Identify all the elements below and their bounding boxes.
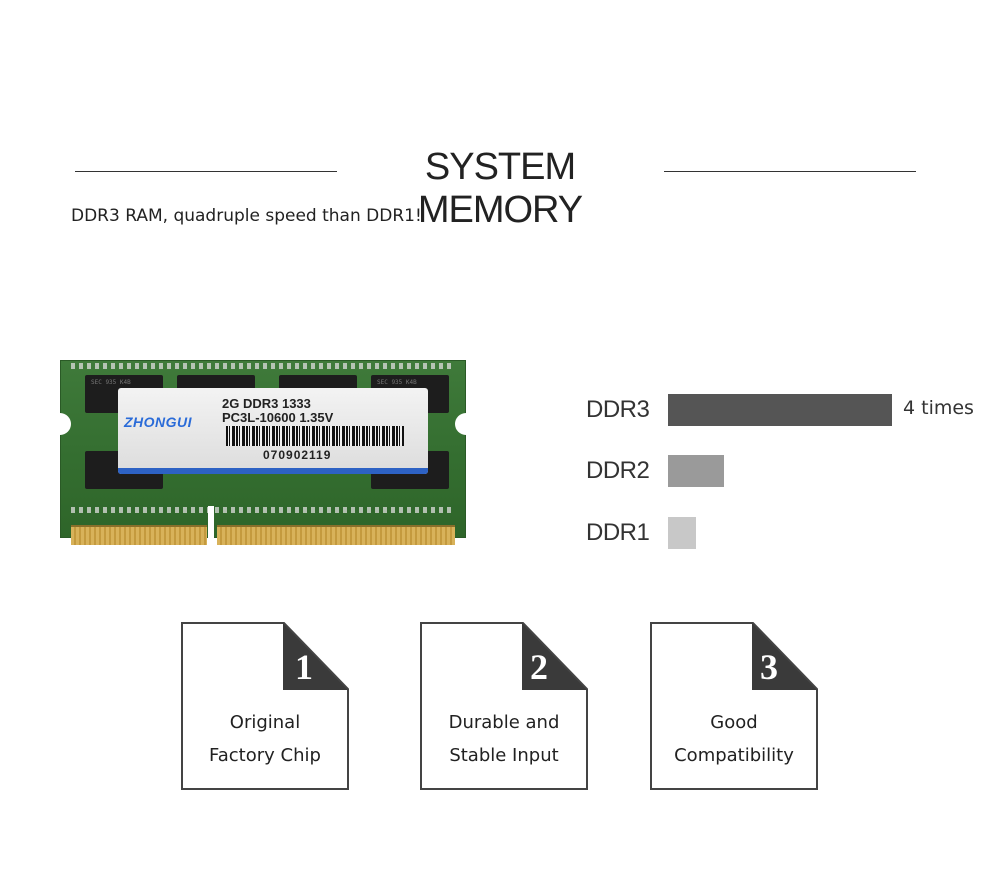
- serial-number: 070902119: [263, 448, 332, 462]
- bar-label-ddr2: DDR2: [586, 457, 650, 484]
- bar-ddr2: [668, 455, 724, 487]
- ram-module-image: SEC 935 K4B SEC 935 K4B ZHONGUI 2G DDR3 …: [59, 354, 470, 545]
- feature-text: Durable and Stable Input: [448, 712, 560, 766]
- bar-label-ddr3: DDR3: [586, 396, 650, 423]
- page-fold-icon: [752, 622, 818, 690]
- sticker-stripe: [118, 468, 428, 474]
- feature-text: Good Compatibility: [674, 712, 794, 766]
- bar-value-ddr3: 4 times: [903, 397, 974, 419]
- module-sticker: ZHONGUI 2G DDR3 1333 PC3L-10600 1.35V 07…: [118, 388, 428, 474]
- feature-number: 3: [760, 647, 778, 687]
- gold-contacts-right: [217, 525, 455, 545]
- feature-text: Original Factory Chip: [209, 712, 321, 766]
- pcb-components-top: [71, 363, 455, 369]
- pcb-notch-right: [455, 413, 467, 435]
- gold-contacts-left: [71, 525, 207, 545]
- module-spec-text: PC3L-10600 1.35V: [222, 410, 334, 425]
- feature-card-1: 1 Original Factory Chip: [181, 622, 349, 790]
- brand-logo: ZHONGUI: [124, 414, 193, 430]
- page-title: SYSTEM MEMORY: [417, 146, 583, 231]
- pcb-components-bottom: [71, 507, 455, 513]
- chip-marking: SEC 935 K4B: [377, 379, 417, 386]
- page-fold-icon: [522, 622, 588, 690]
- pcb-key-notch: [208, 506, 214, 542]
- feature-number: 1: [295, 647, 313, 687]
- feature-card-2: 2 Durable and Stable Input: [420, 622, 588, 790]
- feature-card-3: 3 Good Compatibility: [650, 622, 818, 790]
- page-subtitle: DDR3 RAM, quadruple speed than DDR1!: [71, 206, 422, 226]
- title-rule-right: [664, 171, 916, 172]
- pcb-notch-left: [59, 413, 71, 435]
- module-capacity-text: 2G DDR3 1333: [222, 396, 311, 411]
- title-rule-left: [75, 171, 337, 172]
- bar-label-ddr1: DDR1: [586, 519, 650, 546]
- feature-number: 2: [530, 647, 548, 687]
- bar-ddr3: [668, 394, 892, 426]
- bar-ddr1: [668, 517, 696, 549]
- barcode: [226, 426, 404, 446]
- page-fold-icon: [283, 622, 349, 690]
- chip-marking: SEC 935 K4B: [91, 379, 131, 386]
